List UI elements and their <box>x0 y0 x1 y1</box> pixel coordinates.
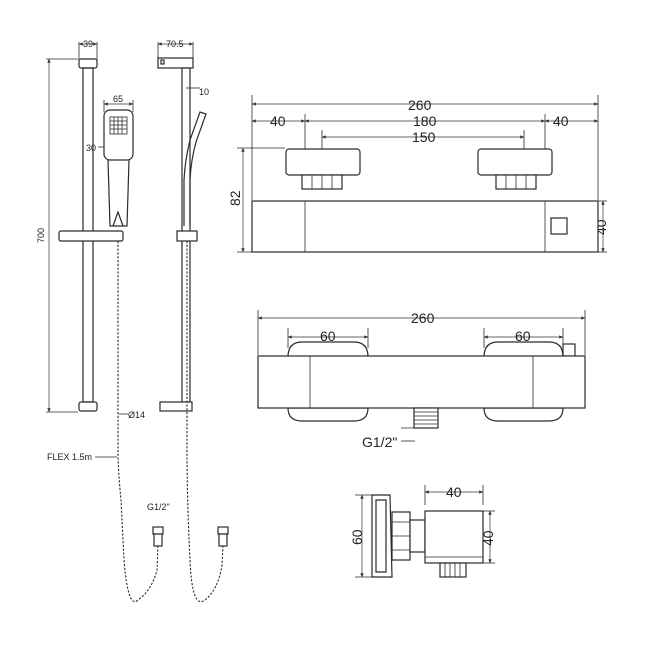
left-handle-width: 60 <box>320 328 336 344</box>
side-body-width: 40 <box>446 484 462 500</box>
rail-height-dimension: 700 <box>36 228 46 243</box>
valve-inner-centres: 150 <box>412 129 436 145</box>
side-outlet <box>439 562 467 578</box>
valve-centres: 180 <box>413 113 437 129</box>
side-handle-height: 60 <box>349 529 365 545</box>
riser-rail-side-view: 70.5 10 <box>157 39 229 603</box>
hose-nut <box>153 533 163 547</box>
side-stem <box>409 519 426 553</box>
riser-rail-front-view: 39 700 65 30 Ø14 <box>36 39 170 603</box>
valve-right-offset: 40 <box>553 113 569 129</box>
valve-left-offset: 40 <box>270 113 286 129</box>
side-body-height: 40 <box>480 530 496 546</box>
side-top-offset-dimension: 10 <box>199 87 209 97</box>
bottom-right-handle-bottom <box>483 407 564 422</box>
handset-head <box>103 109 134 161</box>
valve-bottom-body <box>257 355 586 409</box>
hose-nut-top <box>152 526 164 535</box>
valve-outlet-thread <box>413 407 439 429</box>
side-flexible-hose <box>186 241 224 603</box>
hose-diameter-dimension: Ø14 <box>128 410 145 420</box>
right-handle <box>477 148 553 176</box>
hose-connection-label: G1/2" <box>147 502 170 512</box>
slider-bracket <box>58 230 124 242</box>
valve-front-bottom-view: 260 60 60 G1/2" <box>257 310 586 450</box>
top-bracket <box>78 58 98 69</box>
side-hose-nut <box>218 533 228 547</box>
valve-body <box>251 200 599 253</box>
handset-depth-dimension: 30 <box>86 143 96 153</box>
side-top-bracket <box>157 57 194 69</box>
bottom-right-handle-top <box>483 341 564 358</box>
valve-outlet-square <box>550 217 568 235</box>
bottom-bracket <box>78 401 98 412</box>
bottom-left-handle-bottom <box>287 407 369 422</box>
valve-bottom-overall-width: 260 <box>411 310 435 326</box>
bottom-left-handle-top <box>287 341 369 358</box>
valve-side-view: 40 40 60 <box>349 484 496 578</box>
left-handle <box>285 148 361 176</box>
side-depth-dimension: 70.5 <box>166 39 184 49</box>
handset-tip <box>112 210 124 227</box>
outlet-thread-label: G1/2" <box>362 434 397 450</box>
side-body <box>424 510 484 564</box>
valve-front-top-view: 260 40 180 40 150 82 40 <box>227 95 609 253</box>
handset-spray-grid <box>109 116 128 135</box>
valve-overall-width: 260 <box>408 97 432 113</box>
handset-handle <box>107 159 130 227</box>
hose-length-label: FLEX 1.5m <box>47 452 92 462</box>
flexible-hose <box>117 241 159 603</box>
rail-width-dimension: 39 <box>83 39 93 49</box>
side-handset <box>183 111 207 226</box>
side-slider <box>176 230 198 242</box>
right-handle-width: 60 <box>515 328 531 344</box>
side-bottom-bracket <box>159 401 193 412</box>
handset-head-dimension: 65 <box>113 94 123 104</box>
valve-height: 82 <box>227 190 243 206</box>
bottom-stopper <box>562 343 576 357</box>
side-hose-nut-top <box>217 526 229 535</box>
